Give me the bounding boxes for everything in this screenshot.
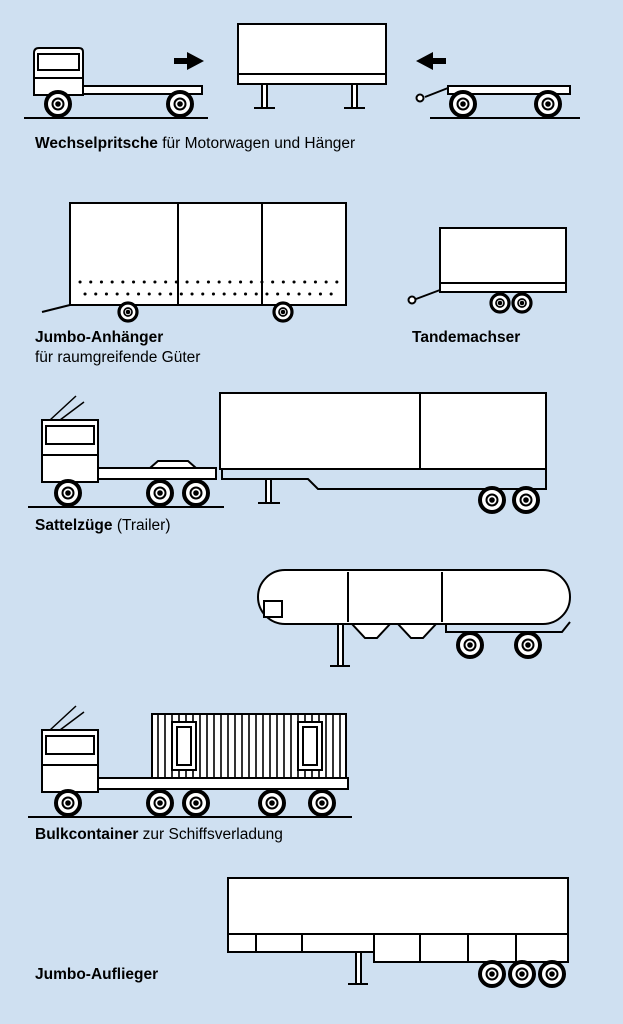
label-jumbo-anhaenger-desc: für raumgreifende Güter bbox=[35, 348, 201, 366]
label-sattelzuege-name: Sattelzüge bbox=[35, 517, 113, 534]
arrow-right-icon bbox=[174, 52, 204, 70]
jumbo-auflieger-illustration bbox=[227, 877, 569, 988]
tandemachser-illustration bbox=[407, 227, 567, 314]
box-semitrailer-illustration bbox=[219, 392, 547, 514]
label-jumbo-auflieger-name: Jumbo-Auflieger bbox=[35, 966, 159, 983]
label-jumbo-anhaenger: Jumbo-Anhänger für raumgreifende Güter bbox=[35, 328, 200, 368]
label-bulkcontainer-name: Bulkcontainer bbox=[35, 826, 139, 843]
tank-semitrailer-illustration bbox=[257, 569, 571, 667]
label-bulkcontainer: Bulkcontainer zur Schiffsverladung bbox=[35, 825, 283, 845]
flatbed-truck-illustration bbox=[24, 47, 208, 119]
label-tandemachser: Tandemachser bbox=[412, 328, 520, 348]
label-sattelzuege: Sattelzüge (Trailer) bbox=[35, 516, 171, 536]
label-tandemachser-name: Tandemachser bbox=[412, 329, 521, 346]
label-wechselpritsche-name: Wechselpritsche bbox=[35, 135, 158, 152]
sattelzug-tractor-illustration bbox=[28, 395, 224, 508]
jumbo-anhaenger-illustration bbox=[41, 202, 347, 323]
label-bulkcontainer-desc: zur Schiffsverladung bbox=[138, 826, 283, 843]
label-jumbo-anhaenger-name: Jumbo-Anhänger bbox=[35, 329, 164, 346]
swap-body-illustration bbox=[237, 23, 387, 109]
label-sattelzuege-desc: (Trailer) bbox=[112, 517, 171, 534]
trailer-chassis-illustration bbox=[415, 85, 580, 119]
bulkcontainer-truck-illustration bbox=[28, 705, 352, 818]
label-wechselpritsche-desc: für Motorwagen und Hänger bbox=[157, 135, 356, 152]
label-jumbo-auflieger: Jumbo-Auflieger bbox=[35, 965, 158, 985]
label-wechselpritsche: Wechselpritsche für Motorwagen und Hänge… bbox=[35, 134, 355, 154]
arrow-left-icon bbox=[416, 52, 446, 70]
